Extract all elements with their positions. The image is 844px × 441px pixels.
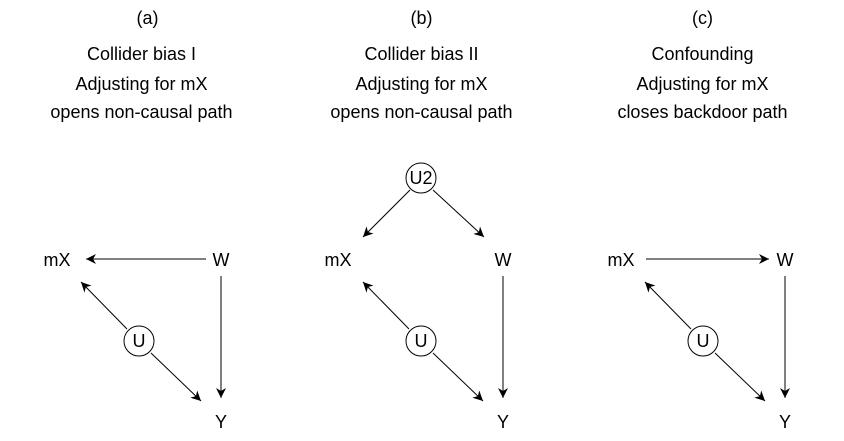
node-mX: mX — [608, 250, 635, 270]
node-U-circle — [687, 325, 719, 357]
panel-description: opens non-causal path — [330, 102, 513, 122]
dag-diagram-b: U2 mX W U Y — [325, 162, 512, 432]
node-U: U — [133, 331, 146, 351]
panel-letter: (b) — [410, 8, 433, 28]
node-U2: U2 — [409, 168, 432, 188]
edge-U-mX — [80, 281, 128, 330]
panel-a: (a) Collider bias I Adjusting for mX ope… — [0, 0, 281, 441]
panel-subtitle: Adjusting for mX — [75, 74, 208, 94]
panel-description: closes backdoor path — [617, 102, 788, 122]
dag-diagram-a: mX W U Y — [44, 250, 230, 432]
node-mX: mX — [325, 250, 352, 270]
node-U: U — [415, 331, 428, 351]
panel-letter: (a) — [136, 8, 159, 28]
panel-subtitle: Adjusting for mX — [355, 74, 488, 94]
node-U2-circle — [405, 162, 437, 194]
edge-U2-mX — [362, 189, 411, 238]
edge-U-mX — [644, 281, 692, 330]
node-W: W — [777, 250, 794, 270]
panel-subtitle: Adjusting for mX — [636, 74, 769, 94]
dag-diagram-c: mX W U Y — [608, 250, 794, 432]
edge-U2-W — [432, 189, 485, 238]
panel-c: (c) Confounding Adjusting for mX closes … — [562, 0, 843, 441]
edge-U-Y — [150, 352, 202, 402]
node-W: W — [213, 250, 230, 270]
panel-title: Collider bias I — [86, 44, 197, 64]
node-U-circle — [405, 325, 437, 357]
node-Y: Y — [779, 412, 791, 432]
node-mX: mX — [44, 250, 71, 270]
panel-b: (b) Collider bias II Adjusting for mX op… — [281, 0, 562, 441]
node-Y: Y — [215, 412, 227, 432]
edge-U-mX — [362, 281, 410, 330]
edge-U-Y — [432, 352, 484, 402]
panel-description: opens non-causal path — [50, 102, 233, 122]
edge-U-Y — [714, 352, 766, 402]
panel-title: Confounding — [651, 44, 754, 64]
node-U: U — [697, 331, 710, 351]
node-W: W — [495, 250, 512, 270]
node-U-circle — [123, 325, 155, 357]
panel-letter: (c) — [692, 8, 713, 28]
panel-title: Collider bias II — [364, 44, 479, 64]
node-Y: Y — [497, 412, 509, 432]
